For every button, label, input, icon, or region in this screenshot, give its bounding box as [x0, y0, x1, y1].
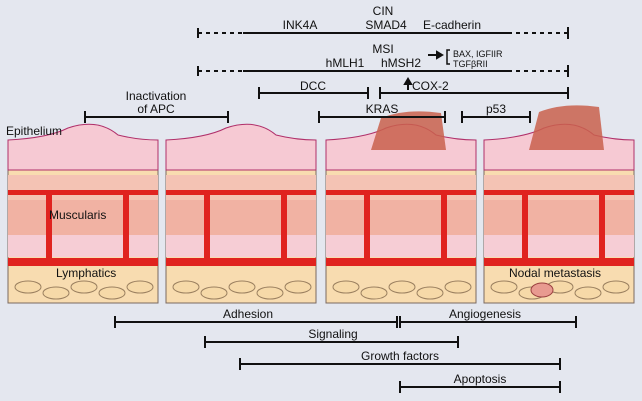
gene-dcc: DCC — [300, 79, 326, 93]
process-angiogenesis: Angiogenesis — [448, 307, 522, 321]
nodal-metastasis-label: Nodal metastasis — [509, 266, 602, 280]
muscularis-label: Muscularis — [49, 208, 107, 222]
lymphatics-label: Lymphatics — [56, 266, 117, 280]
gene-p53: p53 — [485, 102, 507, 116]
tissue-panel-3 — [325, 111, 477, 304]
gene-e-cadherin: E-cadherin — [422, 18, 482, 32]
target-bax-igfiir: BAX, IGFIIR — [453, 49, 503, 59]
target-tgfbrii: TGFβRII — [453, 59, 488, 69]
apc-label-line1: Inactivation — [125, 89, 187, 103]
gene-kras: KRAS — [365, 102, 399, 116]
gene-ink4a: INK4A — [282, 18, 318, 32]
gene-smad4: SMAD4 — [365, 18, 407, 32]
tissue-panel-2 — [165, 123, 317, 304]
cin-label: CIN — [372, 4, 394, 18]
process-signaling: Signaling — [308, 327, 358, 341]
msi-label: MSI — [372, 42, 394, 56]
tissue-panel-4 — [483, 105, 635, 304]
process-bars — [114, 316, 577, 393]
tissue-panel-1 — [7, 123, 159, 304]
process-growth-factors: Growth factors — [360, 349, 440, 363]
gene-cox2: COX-2 — [412, 79, 449, 93]
process-apoptosis: Apoptosis — [453, 372, 507, 386]
bracket-icon — [446, 49, 450, 65]
apc-label-line2: of APC — [137, 102, 175, 116]
gene-hmsh2: hMSH2 — [380, 56, 422, 70]
gene-bars — [84, 27, 569, 123]
tissue-panels — [7, 105, 635, 304]
epithelium-label: Epithelium — [6, 124, 63, 138]
gene-hmlh1: hMLH1 — [325, 56, 365, 70]
process-adhesion: Adhesion — [222, 307, 274, 321]
